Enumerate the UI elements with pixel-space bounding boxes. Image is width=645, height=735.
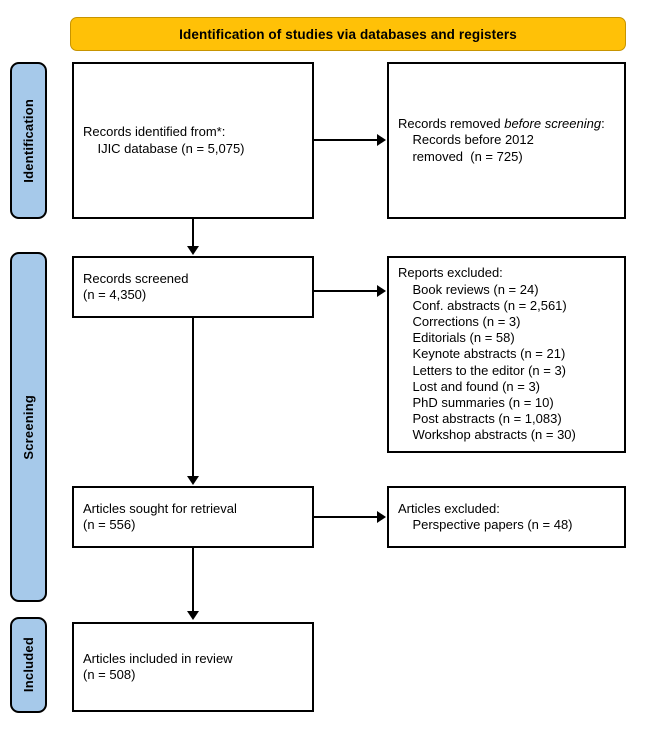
- box-records-removed-heading: Records removed before screening:: [389, 116, 624, 133]
- box-articles-included: Articles included in review (n = 508): [72, 622, 314, 712]
- box-records-screened-line1: Records screened: [83, 270, 189, 286]
- stage-label-screening: Screening: [10, 252, 47, 602]
- box-records-identified-line1: Records identified from*:: [83, 124, 226, 139]
- arrow-down-icon: [187, 611, 199, 620]
- arrow-down-icon: [187, 476, 199, 485]
- box-articles-excluded: Articles excluded: Perspective papers (n…: [387, 486, 626, 548]
- box-records-identified: Records identified from*: IJIC database …: [72, 62, 314, 219]
- connector-screened-to-sought: [192, 318, 194, 478]
- box-records-screened-line2: (n = 4,350): [83, 287, 147, 302]
- box-articles-included-line1: Articles included in review: [83, 650, 233, 666]
- box-records-screened: Records screened (n = 4,350): [72, 256, 314, 318]
- box-records-removed-prefix: Records removed: [398, 115, 505, 131]
- box-records-removed-line3: removed (n = 725): [398, 148, 523, 164]
- box-records-removed-line2: Records before 2012: [398, 132, 534, 148]
- box-reports-excluded-item: Lost and found (n = 3): [398, 378, 541, 394]
- box-reports-excluded-item: Workshop abstracts (n = 30): [398, 427, 576, 443]
- box-reports-excluded-item: Editorials (n = 58): [398, 330, 515, 346]
- stage-label-identification: Identification: [10, 62, 47, 219]
- stage-label-screening-text: Screening: [21, 394, 36, 460]
- box-records-removed-suffix: :: [601, 115, 605, 131]
- connector-sought-to-included: [192, 548, 194, 613]
- box-records-removed: Records removed before screening: Record…: [387, 62, 626, 219]
- box-reports-excluded-item: Letters to the editor (n = 3): [398, 362, 567, 378]
- box-reports-excluded-item: Keynote abstracts (n = 21): [398, 346, 566, 362]
- connector-screened-to-reports-excluded: [314, 290, 378, 292]
- arrow-right-icon: [377, 134, 386, 146]
- arrow-right-icon: [377, 511, 386, 523]
- box-articles-excluded-line2: Perspective papers (n = 48): [398, 517, 573, 532]
- stage-label-identification-text: Identification: [21, 98, 36, 183]
- box-articles-excluded-line1: Articles excluded:: [398, 500, 500, 516]
- box-reports-excluded-heading: Reports excluded:: [398, 265, 503, 281]
- stage-label-included: Included: [10, 617, 47, 713]
- arrow-right-icon: [377, 285, 386, 297]
- box-reports-excluded-item: Corrections (n = 3): [398, 313, 521, 329]
- box-articles-sought-line1: Articles sought for retrieval: [83, 500, 237, 516]
- box-reports-excluded-item: Conf. abstracts (n = 2,561): [398, 297, 567, 313]
- arrow-down-icon: [187, 246, 199, 255]
- diagram-title-banner: Identification of studies via databases …: [70, 17, 626, 51]
- box-reports-excluded-item: PhD summaries (n = 10): [398, 395, 554, 410]
- connector-identified-to-screened: [192, 219, 194, 248]
- box-reports-excluded: Reports excluded: Book reviews (n = 24) …: [387, 256, 626, 453]
- box-articles-sought-line2: (n = 556): [83, 517, 136, 532]
- box-records-identified-line2: IJIC database (n = 5,075): [83, 140, 245, 156]
- box-reports-excluded-item: Post abstracts (n = 1,083): [398, 411, 562, 427]
- box-reports-excluded-item: Book reviews (n = 24): [398, 281, 539, 297]
- stage-label-included-text: Included: [21, 637, 36, 693]
- connector-identified-to-removed: [314, 139, 378, 141]
- box-records-removed-italic: before screening: [504, 115, 602, 131]
- box-articles-included-line2: (n = 508): [83, 667, 136, 682]
- connector-sought-to-articles-excluded: [314, 516, 378, 518]
- diagram-title-text: Identification of studies via databases …: [179, 26, 517, 42]
- box-articles-sought: Articles sought for retrieval (n = 556): [72, 486, 314, 548]
